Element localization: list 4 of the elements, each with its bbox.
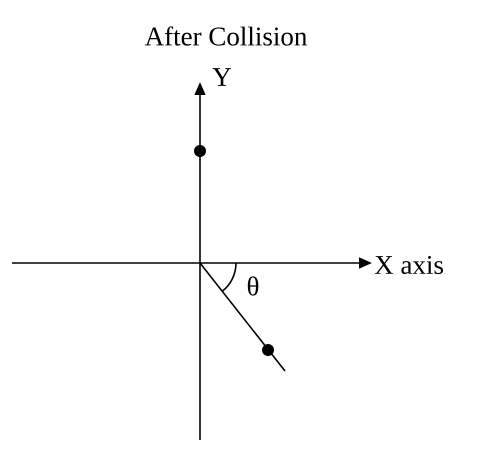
axis-label: Y [212, 68, 232, 86]
title: After Collision [144, 26, 307, 46]
angle-label: θ [248, 276, 258, 296]
axis-label: X axis [374, 256, 443, 274]
